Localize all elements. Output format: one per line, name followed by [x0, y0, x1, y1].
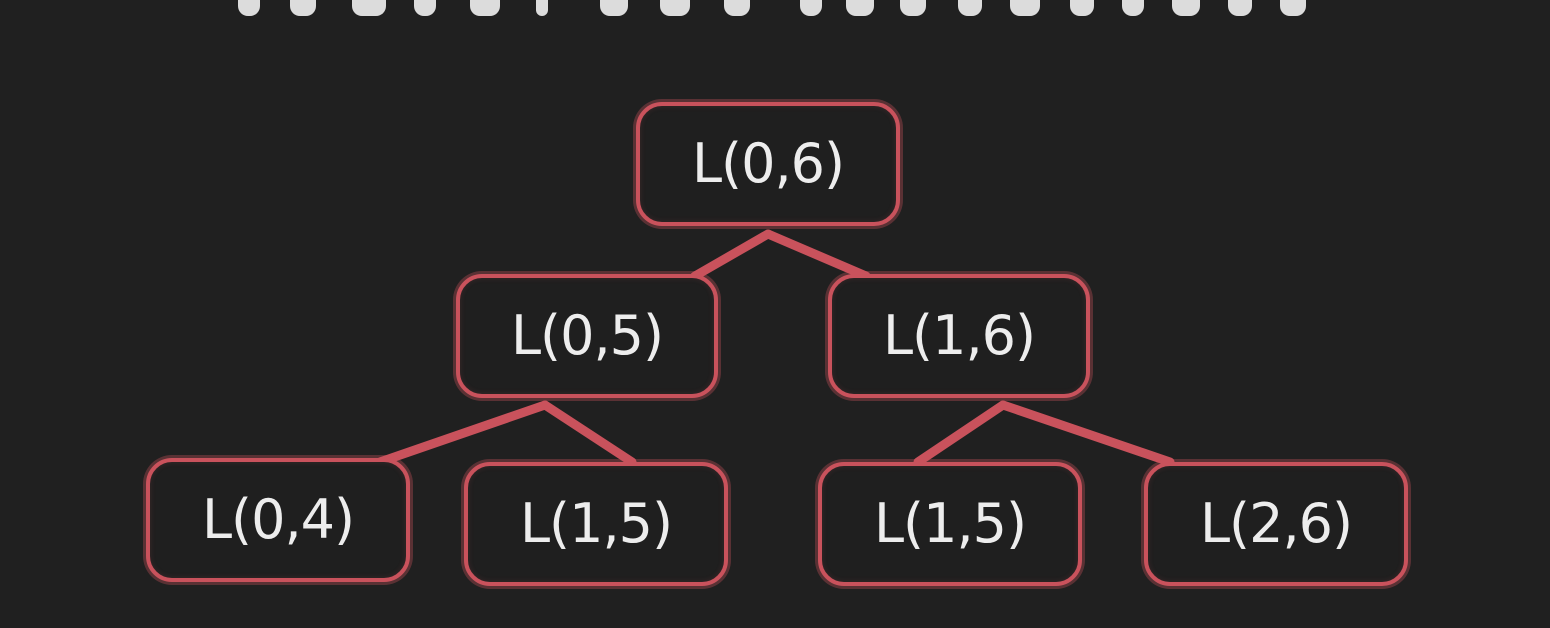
cropped-heading-fragment: [600, 0, 628, 16]
cropped-heading-fragment: [1280, 0, 1306, 16]
cropped-heading-fragment: [536, 0, 548, 16]
tree-node-right: L(1,6): [828, 274, 1090, 398]
cropped-heading-fragment: [1122, 0, 1144, 16]
cropped-heading-fragment: [470, 0, 500, 16]
cropped-heading-fragment: [800, 0, 822, 16]
cropped-heading-fragment: [660, 0, 690, 16]
cropped-heading-fragment: [352, 0, 386, 16]
edge-right-to-right-left: [913, 400, 1008, 467]
cropped-heading-fragment: [414, 0, 436, 16]
node-label: L(1,5): [519, 492, 673, 555]
edge-left-to-left-right: [540, 400, 637, 467]
cropped-heading: [0, 0, 1550, 20]
cropped-heading-fragment: [238, 0, 260, 16]
node-label: L(1,5): [873, 492, 1027, 555]
node-label: L(0,5): [510, 304, 664, 367]
cropped-heading-fragment: [1228, 0, 1252, 16]
cropped-heading-fragment: [1172, 0, 1200, 16]
cropped-heading-fragment: [900, 0, 926, 16]
tree-node-root: L(0,6): [636, 102, 900, 226]
cropped-heading-fragment: [724, 0, 750, 16]
cropped-heading-fragment: [846, 0, 874, 16]
edge-root-to-right: [763, 229, 871, 281]
tree-node-left-right: L(1,5): [464, 462, 728, 586]
tree-node-right-right: L(2,6): [1144, 462, 1408, 586]
node-label: L(2,6): [1199, 492, 1353, 555]
edge-left-to-left-left: [375, 400, 550, 467]
edge-root-to-left: [690, 229, 773, 281]
node-label: L(1,6): [882, 304, 1036, 367]
node-label: L(0,6): [691, 132, 845, 195]
tree-node-right-left: L(1,5): [818, 462, 1082, 586]
tree-node-left-left: L(0,4): [146, 458, 410, 582]
cropped-heading-fragment: [1010, 0, 1040, 16]
cropped-heading-fragment: [290, 0, 316, 16]
edge-right-to-right-right: [998, 400, 1175, 467]
cropped-heading-fragment: [1070, 0, 1094, 16]
node-label: L(0,4): [201, 488, 355, 551]
tree-node-left: L(0,5): [456, 274, 718, 398]
cropped-heading-fragment: [958, 0, 982, 16]
